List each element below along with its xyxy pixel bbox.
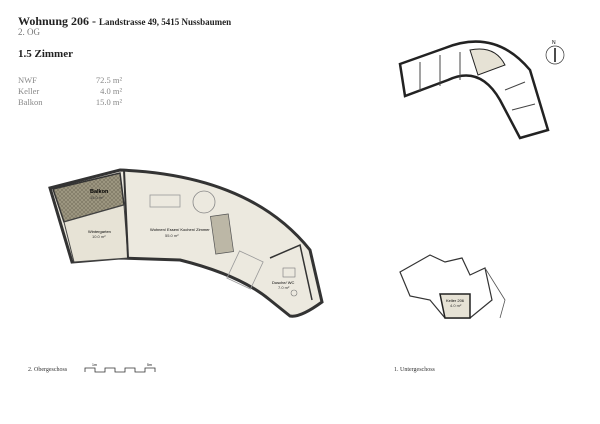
key-plan-outline (398, 40, 550, 140)
bathroom-fixture (282, 267, 296, 278)
area-value: 15.0 m² (95, 97, 122, 107)
rooms-label: 1.5 Zimmer (18, 48, 73, 60)
area-label: Keller (18, 86, 40, 96)
keller-area-value: 4.0 m² (450, 303, 462, 308)
address: Landstrasse 49, 5415 Nussbaumen (99, 17, 232, 27)
sofa (149, 194, 181, 208)
scale-tick-5m: 5m (147, 363, 152, 367)
interior-wall (123, 169, 129, 259)
dusche-area-value: 7.0 m² (278, 285, 290, 290)
area-list: NWF 72.5 m² Keller 4.0 m² Balkon 15.0 m² (18, 75, 122, 108)
floor-label: 2. OG (18, 27, 40, 37)
area-row-keller: Keller 4.0 m² (18, 86, 122, 97)
keller-room (439, 293, 471, 319)
basement-wall (484, 267, 506, 319)
dining-table (192, 190, 216, 214)
area-row-nwf: NWF 72.5 m² (18, 75, 122, 86)
basement-plan (399, 254, 506, 319)
keller-label: Keller 206 (446, 298, 465, 303)
area-label: Balkon (18, 97, 43, 107)
balkon-area-value: 15.0 m² (90, 195, 104, 200)
key-plan-walls (419, 52, 536, 111)
title-separator: - (89, 14, 100, 28)
dusche-label: Dusche/ WC (272, 280, 295, 285)
title-row: Wohnung 206 - Landstrasse 49, 5415 Nussb… (18, 12, 231, 30)
north-circle (545, 45, 565, 65)
interior-wall (269, 243, 313, 301)
apartment-plan (48, 168, 324, 318)
key-plan (398, 40, 550, 140)
upper-floor-caption: 2. Obergeschoss (28, 367, 68, 373)
area-value: 4.0 m² (100, 86, 122, 96)
wohnen-label: Wohnen/ Essen/ Kochen/ Zimmer (150, 227, 210, 232)
wintergarten-area-value: 10.0 m² (92, 234, 106, 239)
key-plan-highlight (469, 48, 506, 76)
bed (226, 250, 264, 290)
kitchen-island (210, 213, 234, 255)
scale-tick-1m: 1m (92, 363, 97, 367)
area-row-balkon: Balkon 15.0 m² (18, 97, 122, 108)
north-arrow (545, 45, 565, 65)
wintergarten-label: Wintergarten (88, 229, 111, 234)
north-label: N (552, 40, 556, 46)
scale-bar-line (84, 367, 156, 373)
unit-title: Wohnung 206 (18, 14, 90, 28)
basement-caption: 1. Untergeschoss (394, 367, 435, 373)
wohnen-area-value: 55.0 m² (165, 233, 179, 238)
area-label: NWF (18, 75, 37, 85)
toilet (290, 289, 298, 297)
scale-bar (84, 367, 156, 373)
area-value: 72.5 m² (95, 75, 122, 85)
balkon-label: Balkon (90, 189, 109, 195)
